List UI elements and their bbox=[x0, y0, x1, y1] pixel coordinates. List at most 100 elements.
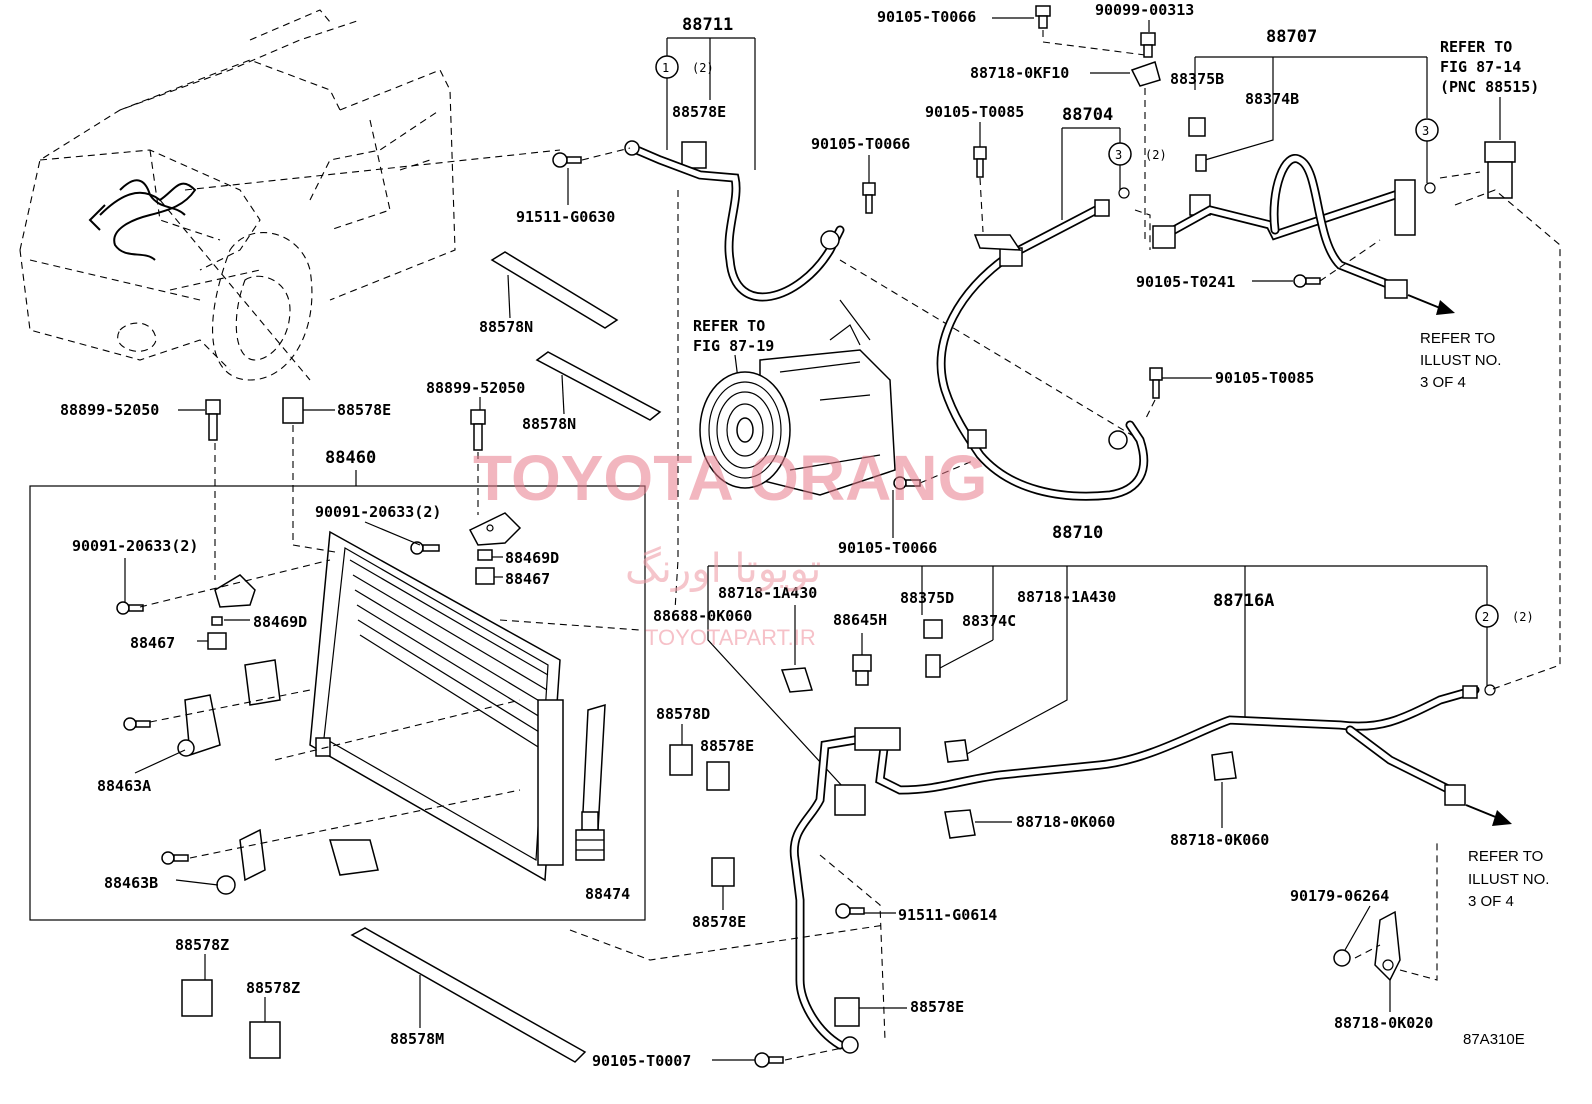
label-88578Z-a: 88578Z bbox=[175, 936, 229, 954]
compressor bbox=[699, 299, 896, 496]
label-88704: 88704 bbox=[1062, 105, 1113, 125]
label-88716A: 88716A bbox=[1213, 591, 1274, 611]
label-88578E-c: 88578E bbox=[700, 737, 754, 755]
svg-text:3: 3 bbox=[1422, 124, 1429, 138]
bolt-90179-06264 bbox=[1333, 949, 1351, 967]
bolt-90105-T0007 bbox=[754, 1052, 784, 1068]
label-88718-1A430-a: 88718-1A430 bbox=[718, 584, 817, 602]
leader-car-hose bbox=[184, 149, 561, 191]
label-88578M: 88578M bbox=[390, 1030, 444, 1048]
label-90179-06264: 90179-06264 bbox=[1290, 887, 1389, 905]
ref-illust-a-line2: ILLUST NO. bbox=[1420, 352, 1501, 369]
label-88578Z-b: 88578Z bbox=[246, 979, 300, 997]
label-90099-00313: 90099-00313 bbox=[1095, 1, 1194, 19]
label-88578N-b: 88578N bbox=[522, 415, 576, 433]
label-88467-b: 88467 bbox=[130, 634, 175, 652]
label-88469D-a: 88469D bbox=[505, 549, 559, 567]
cushion-88578E-top bbox=[681, 141, 707, 169]
label-90091-20633-a: 90091-20633(2) bbox=[315, 503, 441, 521]
suction-hose bbox=[936, 199, 1149, 501]
bolt-90091-b bbox=[116, 601, 144, 615]
cap-88375B bbox=[1188, 117, 1206, 137]
label-91511-G0630: 91511-G0630 bbox=[516, 208, 615, 226]
cushion-88578E-c bbox=[706, 761, 730, 791]
figure-code: 87A310E bbox=[1463, 1031, 1525, 1048]
condenser-core bbox=[309, 530, 564, 882]
watermark-site: TOYOTAPART.IR bbox=[645, 625, 816, 650]
label-90105-T0007: 90105-T0007 bbox=[592, 1052, 691, 1070]
clamp-88718-1A430-a bbox=[780, 667, 813, 693]
label-88375B: 88375B bbox=[1170, 70, 1224, 88]
label-88463B: 88463B bbox=[104, 874, 158, 892]
ref-illust-b-line3: 3 OF 4 bbox=[1468, 893, 1514, 910]
ref-illust-a-line3: 3 OF 4 bbox=[1420, 374, 1466, 391]
bolt-91511-G0630 bbox=[552, 152, 582, 168]
strip-88578N-a bbox=[490, 251, 619, 329]
receiver-tank bbox=[537, 699, 564, 866]
label-90105-T0066-a: 90105-T0066 bbox=[877, 8, 976, 26]
label-88474: 88474 bbox=[585, 885, 630, 903]
label-88578E-e: 88578E bbox=[910, 998, 964, 1016]
label-90105-T0066-c: 90105-T0066 bbox=[838, 539, 937, 557]
ref-illust-b-line1: REFER TO bbox=[1468, 848, 1543, 865]
bracket-88718-0K020 bbox=[1374, 910, 1401, 982]
bolt-90105-T0066-b bbox=[862, 182, 876, 214]
callout-2: 2 (2) bbox=[1475, 604, 1534, 628]
watermark-brand: TOYOTA ORANG bbox=[473, 442, 987, 514]
ref-fig-87-14-line1: REFER TO bbox=[1440, 38, 1512, 56]
label-88707: 88707 bbox=[1266, 27, 1317, 47]
ref-illust-a-line1: REFER TO bbox=[1420, 330, 1495, 347]
bracket-88463B bbox=[161, 828, 379, 895]
arrow-head-a bbox=[1436, 300, 1455, 315]
suction-tube-88707 bbox=[1152, 154, 1416, 299]
label-88718-0K060-a: 88718-0K060 bbox=[1016, 813, 1115, 831]
svg-text:3: 3 bbox=[1115, 148, 1122, 162]
bolt-88899-52050-b bbox=[470, 409, 486, 451]
label-88375D: 88375D bbox=[900, 589, 954, 607]
strip-88578N-b bbox=[535, 351, 662, 421]
svg-text:(2): (2) bbox=[1512, 610, 1534, 624]
callout-3a: 3 (2) bbox=[1108, 142, 1167, 166]
cushion-88578Z-a bbox=[181, 979, 213, 1017]
pressure-switch-88645H bbox=[852, 654, 872, 686]
svg-text:1: 1 bbox=[662, 61, 669, 75]
cushion-88578E-mid bbox=[282, 397, 304, 424]
label-88578N-a: 88578N bbox=[479, 318, 533, 336]
svg-text:(2): (2) bbox=[692, 61, 714, 75]
label-88718-0K060-b: 88718-0K060 bbox=[1170, 831, 1269, 849]
label-90091-20633-b: 90091-20633(2) bbox=[72, 537, 198, 555]
bolt-90105-T0066-a bbox=[1035, 5, 1051, 29]
label-88578E-mid: 88578E bbox=[337, 401, 391, 419]
bolt-88899-52050-a bbox=[205, 399, 221, 441]
label-90105-T0241: 90105-T0241 bbox=[1136, 273, 1235, 291]
valve-88374B bbox=[1189, 154, 1211, 216]
clamp-88718-0KF10 bbox=[1130, 61, 1161, 87]
expansion-valve bbox=[1484, 141, 1516, 199]
cushion-88578D bbox=[669, 744, 693, 776]
bolt-90099-00313 bbox=[1140, 32, 1156, 58]
bracket-88463A bbox=[123, 659, 281, 757]
label-88645H: 88645H bbox=[833, 611, 887, 629]
label-88460: 88460 bbox=[325, 448, 376, 468]
arrow-right-b bbox=[1465, 804, 1499, 819]
leader-car-condenser bbox=[159, 199, 311, 381]
cushion-88578E-d bbox=[711, 857, 735, 887]
clamp-88718-0K060-b bbox=[1211, 751, 1237, 781]
ref-fig-87-14-line2: FIG 87-14 bbox=[1440, 58, 1521, 76]
liquid-tube bbox=[789, 685, 1480, 1054]
label-88899-52050-b: 88899-52050 bbox=[426, 379, 525, 397]
condenser-assembly-frame bbox=[29, 485, 646, 921]
svg-text:2: 2 bbox=[1482, 610, 1489, 624]
label-88463A: 88463A bbox=[97, 777, 151, 795]
label-90105-T0085-b: 90105-T0085 bbox=[1215, 369, 1314, 387]
ref-fig-87-14-line3: (PNC 88515) bbox=[1440, 78, 1539, 96]
bolt-90105-T0085-b bbox=[1149, 367, 1163, 399]
ref-fig-87-19-line2: FIG 87-19 bbox=[693, 337, 774, 355]
label-88578E-d: 88578E bbox=[692, 913, 746, 931]
cushion-88578Z-b bbox=[249, 1021, 281, 1059]
callout-3b: 3 bbox=[1415, 118, 1439, 142]
bolt-90105-T0241 bbox=[1293, 274, 1321, 288]
label-91511-G0614: 91511-G0614 bbox=[898, 906, 997, 924]
label-88469D-b: 88469D bbox=[253, 613, 307, 631]
